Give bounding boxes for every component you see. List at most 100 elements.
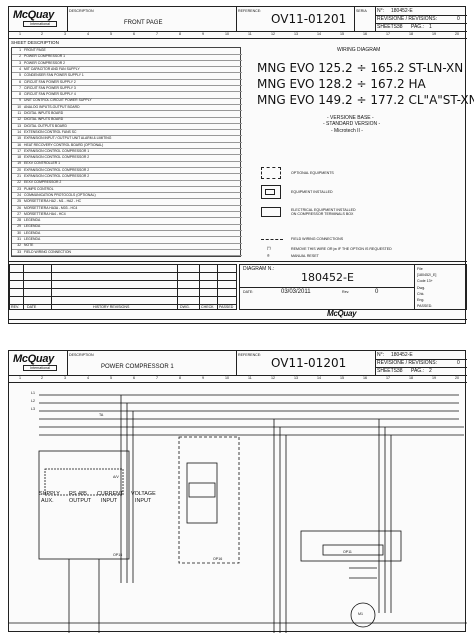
history-col-rev: REV. [11, 305, 20, 309]
history-col-check: CHECK [201, 305, 214, 309]
right-info-file: File [417, 267, 423, 271]
history-revisions-table [9, 264, 237, 310]
legend-mark-star: (*) [267, 246, 271, 250]
label-aux: AUX. [41, 498, 54, 504]
page-value-2: 2 [429, 368, 432, 374]
right-info-filename: [180452/_E] [417, 273, 437, 277]
line-label-ta: TA [99, 413, 104, 417]
wiring-diagram-label: WIRING DIAGRAM [337, 47, 381, 53]
label-current: CURRENT [97, 491, 124, 497]
label-voltage: VOLTAGE [131, 491, 156, 497]
logo-subtitle: International [23, 21, 57, 27]
front-page-sheet: McQuay International DESCRIPTION FRONT P… [8, 6, 474, 324]
label-supply: SUPPLY [39, 491, 60, 497]
model-line-1: MNG EVO 125.2 ÷ 165.2 ST-LN-XN [257, 61, 464, 75]
revision-value: 0 [457, 16, 460, 22]
legend-mark-reset: ® [267, 254, 270, 258]
right-info-dwg: Dwg. [417, 286, 426, 290]
page-title: FRONT PAGE [124, 20, 163, 26]
motor-label-m1: M1 [358, 612, 363, 616]
sheet-list-header: SHEET DESCRIPTION [11, 40, 59, 45]
right-info-code: Code 13+ [417, 279, 433, 283]
legend-electrical: ELECTRICAL EQUIPMENT INSTALLED ON COMPRE… [291, 208, 356, 217]
line-label-l3: L3 [31, 407, 35, 411]
power-compressor-sheet: McQuay International DESCRIPTION POWER C… [8, 350, 467, 633]
sheets-value-2: 38 [397, 368, 403, 374]
power-compressor-schematic [9, 394, 467, 633]
date-value: 03/03/2011 [281, 289, 311, 295]
legend-manual-reset: MANUAL RESET [291, 254, 319, 258]
seria-label: SERIA [356, 9, 367, 13]
diagram-number: 180452-E [301, 271, 354, 284]
electrical-equipment-symbol [261, 207, 281, 217]
doc-no-label-2: N°: [377, 352, 384, 358]
logo-subtitle-2: International [23, 365, 57, 371]
label-current-input: INPUT [101, 498, 118, 504]
reference-label-2: REFERENCE: [238, 353, 262, 357]
bottom-logo: McQuay [327, 309, 357, 318]
optional-equipment-symbol [261, 167, 281, 179]
description-label: DESCRIPTION [69, 9, 94, 13]
reference-number: OV11-01201 [271, 12, 347, 26]
history-col-passed: PASSED [219, 305, 234, 309]
doc-number: 180452-E [391, 8, 413, 14]
sheets-value: 38 [397, 24, 403, 30]
field-wiring-symbol [261, 239, 283, 240]
legend-remove-wire: REMOVE THIS WIRE OR jw IF THE OPTION IS … [291, 247, 392, 251]
history-col-date: DATE [27, 305, 37, 309]
legend-optional: OPTIONAL EQUIPMENTS [291, 171, 334, 175]
av-label: A/V [113, 475, 119, 479]
box-label-op16-b: OP16 [213, 557, 223, 561]
right-info-passed: PASSED. [417, 304, 433, 308]
page-label-2: PAG.: [411, 368, 424, 374]
model-line-2: MNG EVO 128.2 ÷ 167.2 HA [257, 77, 426, 91]
label-rs485: RS 485 [69, 491, 87, 497]
line-label-l2: L2 [31, 399, 35, 403]
mcquay-logo: McQuay [13, 9, 54, 21]
description-label-2: DESCRIPTION [69, 353, 94, 357]
page-value: 1 [429, 24, 432, 30]
model-line-3: MNG EVO 149.2 ÷ 177.2 CL"A"ST-XN [257, 93, 474, 107]
mcquay-logo-2: McQuay [13, 353, 54, 365]
sheets-label-2: SHEETS: [377, 368, 399, 374]
version-subtitle: - STANDARD VERSION - [323, 121, 381, 127]
box-label-op16-a: OP16 [113, 553, 123, 557]
rev-n-value: 0 [375, 289, 379, 295]
reference-label: REFERENCE: [238, 9, 262, 13]
sheets-label: SHEETS: [377, 24, 399, 30]
version-note: - Microtech II - [331, 128, 363, 134]
version-title: - VERSIONE BASE - [327, 115, 374, 121]
doc-no-label: N°: [377, 8, 384, 14]
revision-value-2: 0 [457, 360, 460, 366]
legend-installed: EQUIPMENT INSTALLED [291, 190, 333, 194]
